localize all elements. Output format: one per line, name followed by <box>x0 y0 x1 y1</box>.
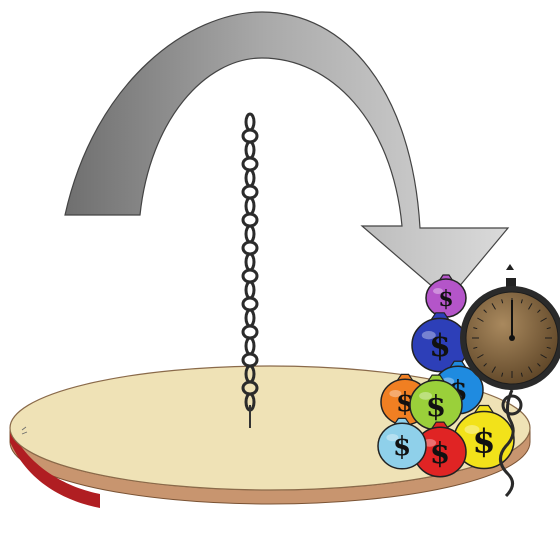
chain-link <box>243 130 257 142</box>
chain-link <box>243 158 257 170</box>
chain-link <box>243 354 257 366</box>
dollar-sign: $ <box>438 286 453 312</box>
chain-link <box>246 282 254 298</box>
dollar-sign: $ <box>429 328 451 364</box>
chain-link <box>243 242 257 254</box>
chain-link <box>243 298 257 310</box>
chain-link <box>243 270 257 282</box>
dollar-sign: $ <box>473 422 496 461</box>
dollar-sign: $ <box>426 389 446 423</box>
chain-link <box>246 254 254 270</box>
chain-link <box>243 186 257 198</box>
hanging-chain-icon <box>243 114 257 410</box>
dollar-sign: $ <box>430 436 450 470</box>
chain-link <box>243 214 257 226</box>
chain-link <box>246 170 254 186</box>
dollar-sign: $ <box>393 432 411 462</box>
chain-link <box>246 198 254 214</box>
chain-link <box>246 142 254 158</box>
chain-link <box>246 114 254 130</box>
chain-link <box>243 326 257 338</box>
chain-link <box>246 310 254 326</box>
curved-arrow-icon <box>65 12 508 300</box>
chain-link <box>246 338 254 354</box>
chain-link <box>246 226 254 242</box>
